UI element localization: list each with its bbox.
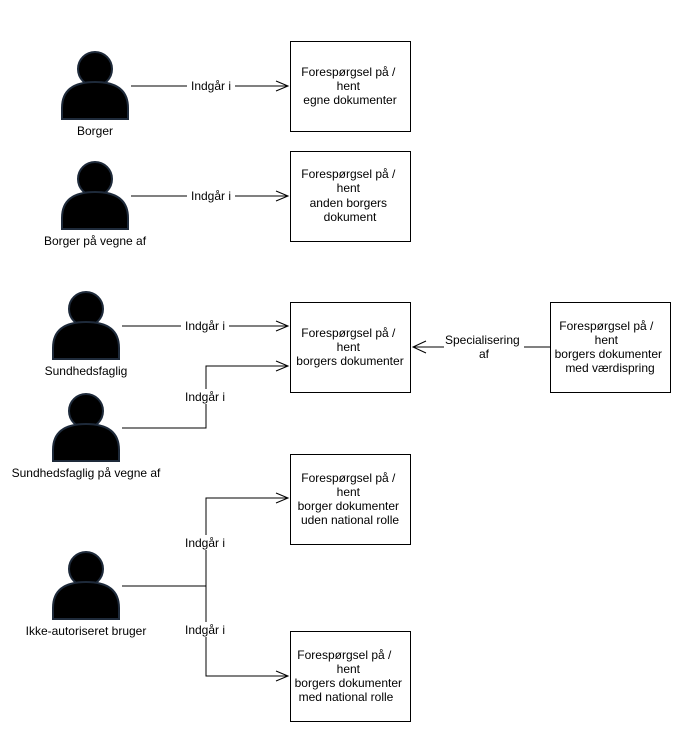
actor-borger-vegne: Borger på vegne af <box>44 161 147 248</box>
actor-label: Sundhedsfaglig på vegne af <box>12 466 161 480</box>
box-text: Forespørgsel på / hent anden borgers dok… <box>301 167 398 224</box>
actor-ikke-autoriseret: Ikke-autoriseret bruger <box>26 551 147 638</box>
box-egne-dokumenter: Forespørgsel på / hent egne dokumenter <box>290 41 411 132</box>
actor-label: Borger <box>77 124 113 138</box>
box-uden-national-rolle: Forespørgsel på / hent borger dokumenter… <box>290 454 411 545</box>
box-med-national-rolle: Forespørgsel på / hent borgers dokumente… <box>290 631 411 722</box>
actor-label: Borger på vegne af <box>44 234 147 248</box>
edge-label: Indgår i <box>185 319 225 333</box>
edge-label: Indgår i <box>185 390 225 404</box>
actor-label: Sundhedsfaglig <box>45 364 128 378</box>
edge-label: Indgår i <box>191 189 231 203</box>
actor-sundhedsfaglig-vegne: Sundhedsfaglig på vegne af <box>12 393 161 480</box>
edge-borger-egne: Indgår i <box>131 78 290 93</box>
edge-label: Indgår i <box>185 536 225 550</box>
box-med-vaerdispring: Forespørgsel på / hent borgers dokumente… <box>550 302 671 393</box>
edge-label: Specialisering af <box>445 333 523 361</box>
box-text: Forespørgsel på / hent borgers dokumente… <box>296 326 403 368</box>
edge-borger-vegne-anden: Indgår i <box>131 188 290 203</box>
actor-borger: Borger <box>61 51 129 138</box>
edge-label: Indgår i <box>191 79 231 93</box>
box-text: Forespørgsel på / hent egne dokumenter <box>301 65 398 107</box>
box-borgers-dokumenter: Forespørgsel på / hent borgers dokumente… <box>290 302 411 393</box>
box-text: Forespørgsel på / hent borgers dokumente… <box>295 648 406 704</box>
edge-sundhedsfaglig-borgers: Indgår i <box>122 318 290 333</box>
box-anden-borgers-dokument: Forespørgsel på / hent anden borgers dok… <box>290 151 411 242</box>
box-text: Forespørgsel på / hent borgers dokumente… <box>555 319 666 375</box>
actor-sundhedsfaglig: Sundhedsfaglig <box>45 291 128 378</box>
box-text: Forespørgsel på / hent borger dokumenter… <box>298 471 403 527</box>
actor-label: Ikke-autoriseret bruger <box>26 624 147 638</box>
edge-ikke-autoriseret-med: Indgår i <box>181 586 290 682</box>
edge-ikke-autoriseret-uden: Indgår i <box>122 492 290 587</box>
edge-specialisering: Specialisering af <box>411 332 550 362</box>
edge-label: Indgår i <box>185 623 225 637</box>
edge-sundhedsfaglig-vegne-borgers: Indgår i <box>122 360 290 429</box>
